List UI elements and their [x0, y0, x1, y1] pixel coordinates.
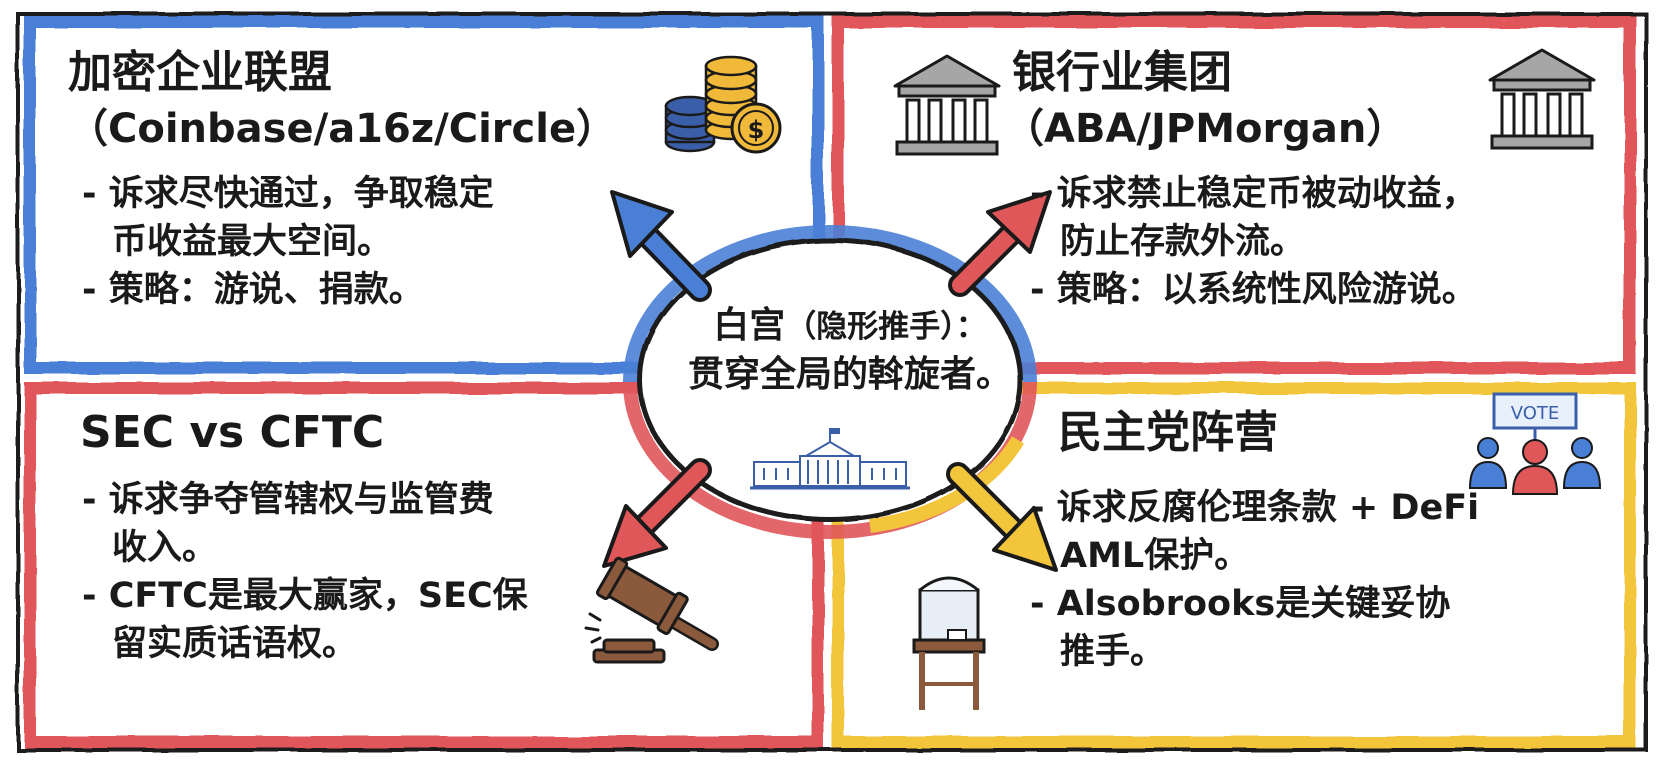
center-line-2: 贯穿全局的斡旋者。	[687, 354, 1012, 395]
outer-frame	[16, 12, 1648, 752]
white-house-icon	[750, 428, 910, 490]
center-line-1: 白宫（隐形推手）：	[660, 302, 1040, 351]
center-title: 白宫	[713, 305, 786, 346]
ballot-box-icon	[912, 576, 986, 710]
center-paren: （隐形推手）：	[785, 309, 987, 345]
bullet-line: - 诉求禁止稳定币被动收益，	[1030, 174, 1477, 214]
bottom-right-title: 民主党阵营	[1058, 407, 1278, 458]
center-label: 白宫（隐形推手）： 贯穿全局的斡旋者。	[660, 302, 1040, 399]
bottom-right-border	[832, 382, 1636, 748]
top-right-border	[832, 16, 1636, 374]
gavel-icon	[584, 556, 719, 664]
top-left-title: 加密企业联盟	[68, 47, 332, 98]
bullet-line: 留实质话语权。	[112, 624, 358, 664]
bullet-line: 收入。	[112, 528, 218, 568]
bullet-line: - 诉求争夺管辖权与监管费	[82, 480, 494, 520]
bank-building-icon	[893, 54, 1001, 156]
bottom-right-bullets: - 诉求反腐伦理条款 + DeFi AML保护。 - Alsobrooks是关键…	[1030, 484, 1479, 676]
center-ring-yellow	[869, 436, 1024, 533]
bottom-left-bullets: - 诉求争夺管辖权与监管费 收入。 - CFTC是最大赢家，SEC保 留实质话语…	[82, 476, 528, 668]
bottom-left-title: SEC vs CFTC	[80, 407, 385, 458]
top-left-subtitle: （Coinbase/a16z/Circle）	[68, 106, 617, 152]
arrow-bottom-right	[946, 462, 1058, 572]
top-right-subtitle: （ABA/JPMorgan）	[1004, 106, 1407, 152]
bullet-line: - 诉求反腐伦理条款 + DeFi	[1030, 488, 1480, 528]
arrow-bottom-left	[602, 458, 712, 568]
bottom-left-border	[24, 382, 824, 748]
bullet-line: 推手。	[1060, 632, 1166, 672]
bullet-line: 币收益最大空间。	[112, 222, 393, 262]
bullet-line: AML保护。	[1060, 536, 1250, 576]
svg-text:$: $	[748, 116, 765, 144]
vote-sign-text: VOTE	[1511, 403, 1560, 424]
coin-stack-dollar-icon: $	[664, 55, 782, 154]
bullet-line: 防止存款外流。	[1060, 222, 1306, 262]
bullet-line: - 诉求尽快通过，争取稳定	[82, 174, 494, 214]
bullet-line: - 策略：以系统性风险游说。	[1030, 270, 1477, 310]
bullet-line: - CFTC是最大赢家，SEC保	[82, 576, 528, 616]
top-left-border	[24, 16, 824, 374]
vote-crowd-icon: VOTE	[1468, 392, 1602, 495]
top-left-bullets: - 诉求尽快通过，争取稳定 币收益最大空间。 - 策略：游说、捐款。	[82, 170, 494, 314]
arrow-top-left	[610, 190, 712, 302]
top-right-bullets: - 诉求禁止稳定币被动收益， 防止存款外流。 - 策略：以系统性风险游说。	[1030, 170, 1477, 314]
bullet-line: - Alsobrooks是关键妥协	[1030, 584, 1451, 624]
bullet-line: - 策略：游说、捐款。	[82, 270, 424, 310]
center-oval	[637, 237, 1023, 523]
top-right-title: 银行业集团	[1012, 47, 1232, 98]
bank-building-icon	[1488, 48, 1596, 150]
arrow-top-right	[948, 190, 1052, 297]
center-ring-blue	[623, 225, 1037, 383]
